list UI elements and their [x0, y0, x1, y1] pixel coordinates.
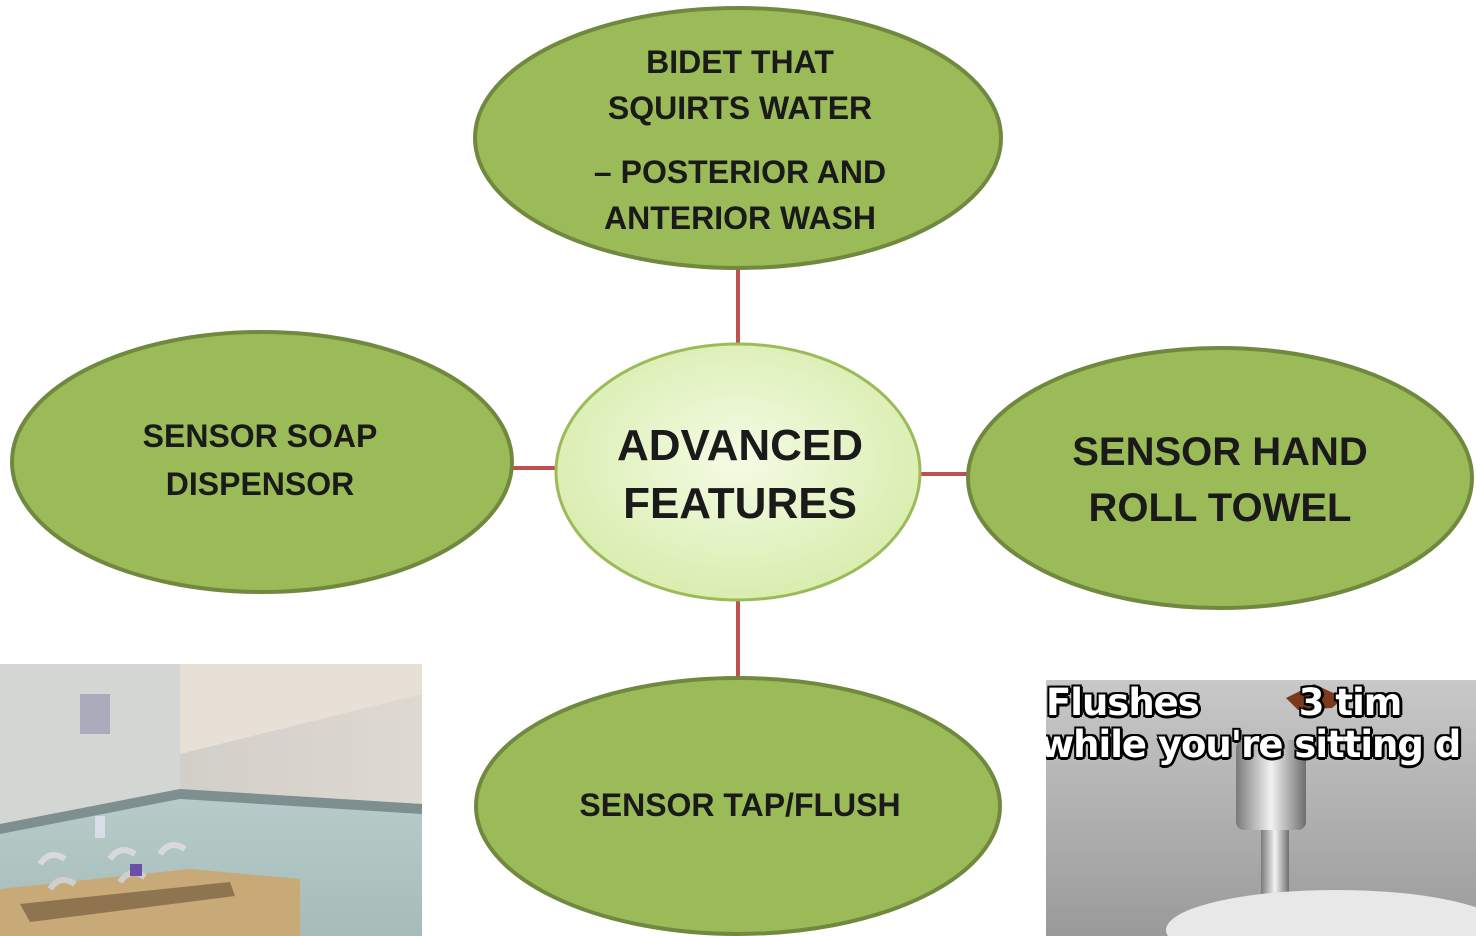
center-node-ellipse: [554, 342, 922, 602]
meme-caption-line1: Flushes 3 tim: [1046, 682, 1476, 724]
node-bottom-ellipse: [474, 676, 1002, 936]
node-left-ellipse: [10, 330, 514, 594]
node-right-ellipse: [966, 346, 1474, 610]
meme-word-3-tim: 3 tim: [1298, 681, 1403, 724]
sink-photo-illustration: [0, 664, 422, 936]
meme-word-flushes: Flushes: [1046, 681, 1200, 724]
meme-caption-line2: while you're sitting d: [1046, 723, 1461, 766]
flush-meme-photo: Flushes 3 tim while you're sitting d: [1046, 680, 1476, 936]
node-top-ellipse: [473, 6, 1003, 270]
sink-photo: [0, 664, 422, 936]
meme-caption: Flushes 3 tim while you're sitting d: [1046, 682, 1476, 766]
flush-meme-illustration: [1046, 680, 1476, 936]
